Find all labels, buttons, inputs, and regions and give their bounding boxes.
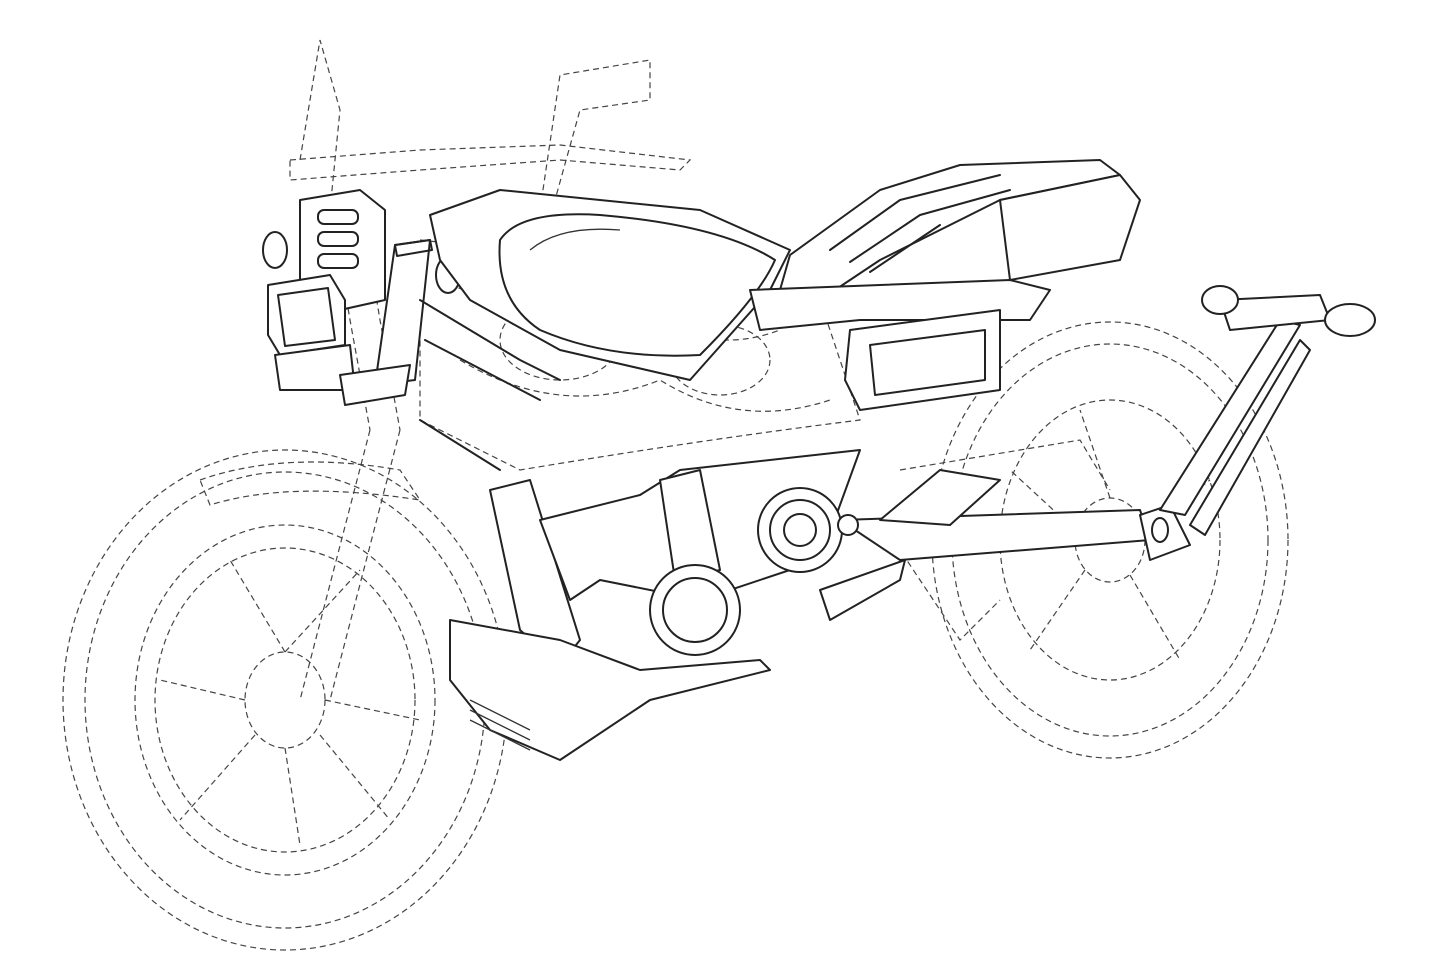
seat [779, 159, 1141, 301]
fuel-tank [429, 189, 791, 381]
front-fork-upper [339, 239, 433, 406]
handlebars-and-fork [199, 39, 692, 701]
frame-tubes [419, 299, 561, 471]
swingarm [837, 469, 1191, 561]
electric-motor [649, 469, 906, 656]
rear-fender-and-license-mount [1151, 285, 1376, 543]
front-wheel [62, 449, 508, 951]
side-cover [749, 279, 1051, 411]
headlight-assembly [262, 189, 461, 391]
